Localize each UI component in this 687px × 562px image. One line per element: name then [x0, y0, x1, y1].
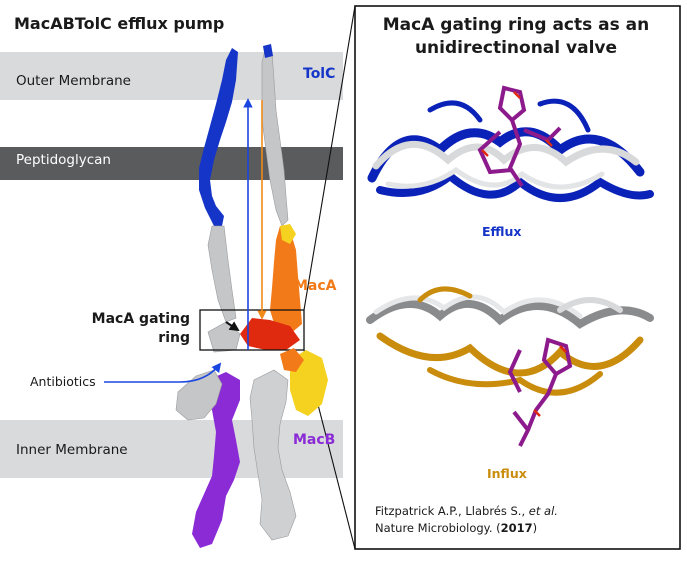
maca-left-strand: [207, 225, 237, 323]
efflux-structure: [367, 98, 654, 202]
outer-membrane-label: Outer Membrane: [16, 73, 131, 89]
influx-structure: [366, 286, 654, 396]
efflux-antibiotic-red: [481, 91, 553, 157]
macb-periplasmic-left: [175, 369, 223, 421]
callout-line-top: [303, 5, 356, 311]
gating-ring-structure: [240, 318, 300, 350]
maca-right-strand: [270, 226, 302, 334]
macb-label: MacB: [293, 432, 336, 448]
gating-ring-panel: [354, 5, 681, 550]
macb-right-domain: [249, 369, 297, 541]
tolc-label: TolC: [303, 66, 336, 82]
citation-journal-close: ): [532, 521, 538, 535]
inner-membrane-band: [0, 420, 343, 478]
citation-authors: Fitzpatrick A.P., Llabrés S., et al.: [375, 504, 558, 518]
efflux-antibiotic: [477, 85, 562, 188]
gating-ring-label: MacA gating ring: [91, 311, 190, 346]
citation-journal: Nature Microbiology. (2017): [375, 521, 537, 535]
gating-black-arrow: [225, 321, 240, 332]
influx-label: Influx: [487, 466, 527, 481]
peptidoglycan-band: [0, 147, 343, 180]
macb-left-domain: [192, 372, 240, 548]
citation-etal: et al.: [528, 504, 558, 518]
tolc-tip: [263, 44, 273, 58]
antibiotics-arrow-icon: [104, 362, 222, 383]
outer-membrane-band: [0, 52, 343, 100]
influx-antibiotic-red: [533, 345, 567, 417]
tolc-left-strand: [199, 48, 238, 226]
gating-ring-grey: [207, 321, 241, 353]
diagram-title: MacABTolC efflux pump: [14, 14, 225, 33]
inner-membrane-label: Inner Membrane: [16, 442, 128, 458]
influx-antibiotic: [507, 337, 573, 447]
maca-label: MacA: [294, 278, 337, 294]
macb-orange-patch: [280, 348, 304, 372]
panel-title: MacA gating ring acts as an unidirectino…: [382, 15, 650, 58]
citation-year: 2017: [500, 521, 533, 535]
efflux-label: Efflux: [482, 224, 522, 239]
gating-ring-callout-icon: [199, 309, 305, 351]
citation-journal-name: Nature Microbiology. (: [375, 521, 501, 535]
peptidoglycan-label: Peptidoglycan: [16, 152, 111, 168]
maca-yellow-region: [280, 224, 296, 244]
citation-authors-prefix: Fitzpatrick A.P., Llabrés S.,: [375, 504, 529, 518]
antibiotics-label: Antibiotics: [30, 374, 96, 389]
